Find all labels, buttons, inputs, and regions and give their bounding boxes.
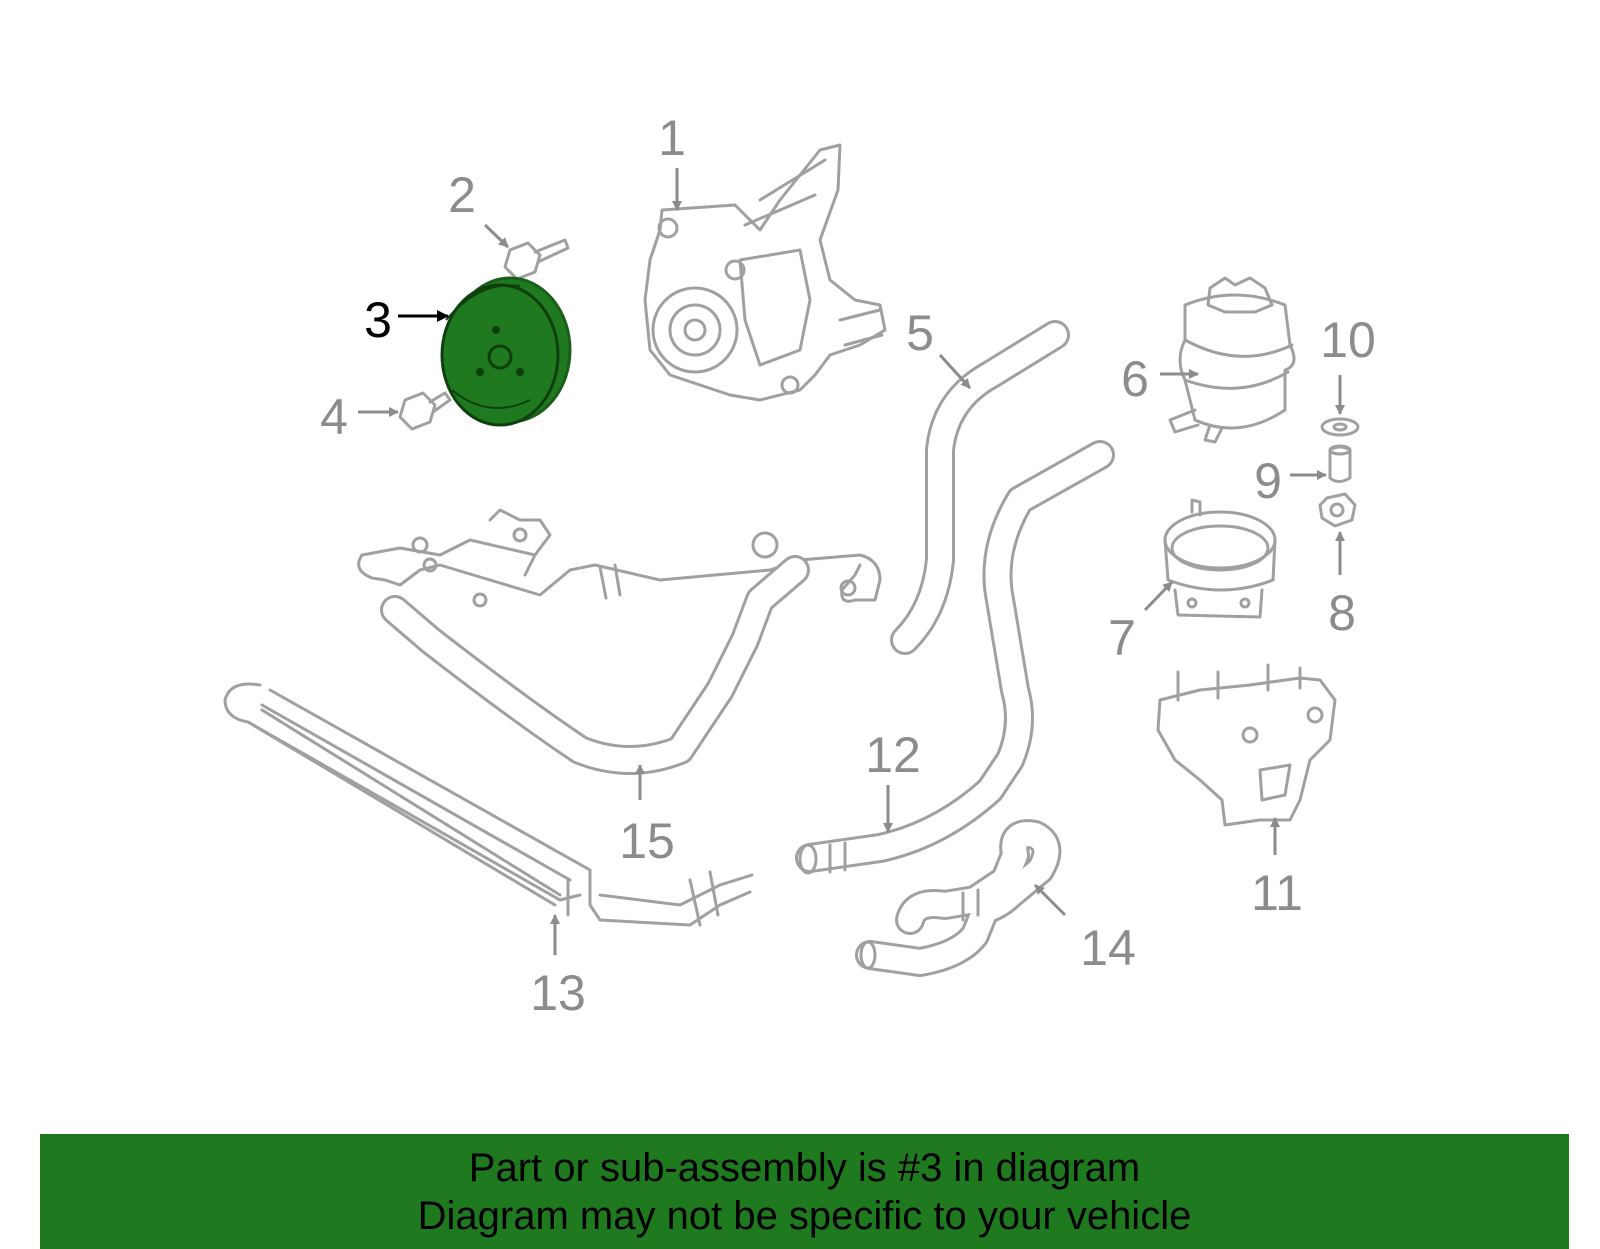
leader-5 <box>938 353 972 390</box>
callout-4: 4 <box>320 389 348 445</box>
leader-14 <box>1033 883 1067 917</box>
callout-9: 9 <box>1254 453 1282 509</box>
callout-1: 1 <box>658 110 686 166</box>
leader-7 <box>1143 580 1174 612</box>
callout-2: 2 <box>448 167 476 223</box>
banner-line-1: Part or sub-assembly is #3 in diagram <box>468 1145 1141 1190</box>
callout-14: 14 <box>1080 920 1136 976</box>
pressure-line-part-14[interactable] <box>855 819 1062 977</box>
sleeve-part-9[interactable] <box>1328 444 1352 483</box>
callout-8: 8 <box>1328 585 1356 641</box>
callout-3: 3 <box>364 292 392 348</box>
nut-part-8[interactable] <box>1318 492 1357 528</box>
cooler-part-13[interactable] <box>223 682 754 927</box>
pulley-part-3[interactable] <box>440 276 572 427</box>
callout-12: 12 <box>865 727 921 783</box>
callout-6: 6 <box>1121 351 1149 407</box>
return-line-part-12[interactable] <box>795 440 1115 875</box>
washer-part-10[interactable] <box>1320 417 1360 437</box>
bracket-part-7[interactable] <box>1163 498 1277 619</box>
callout-5: 5 <box>906 305 934 361</box>
leader-2 <box>483 223 510 249</box>
pressure-line-part-15[interactable] <box>357 508 882 775</box>
bolt-part-4[interactable] <box>398 391 452 431</box>
callout-7: 7 <box>1108 610 1136 666</box>
callout-15: 15 <box>619 813 675 869</box>
power-steering-pump[interactable] <box>643 143 887 402</box>
callout-10: 10 <box>1320 312 1376 368</box>
reservoir-part-6[interactable] <box>1168 276 1296 444</box>
info-banner: Part or sub-assembly is #3 in diagram Di… <box>40 1134 1569 1249</box>
bolt-part-2[interactable] <box>503 238 570 281</box>
callout-13: 13 <box>530 965 586 1021</box>
banner-line-2: Diagram may not be specific to your vehi… <box>417 1193 1192 1238</box>
bracket-part-11[interactable] <box>1156 663 1337 827</box>
callout-11: 11 <box>1251 865 1303 921</box>
hose-part-5[interactable] <box>890 320 1070 655</box>
